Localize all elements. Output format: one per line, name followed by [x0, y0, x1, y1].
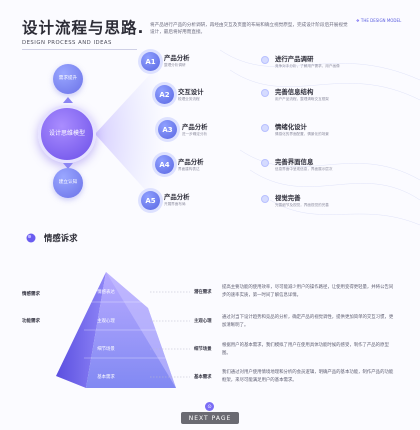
- hub-main-circle: 设计思维模型: [38, 105, 96, 163]
- result-sub-a3: 情感化的界面配置，情景化的场景: [275, 132, 329, 136]
- step-badge-a2: A2: [155, 85, 174, 104]
- step-sub-a5: 开展界面布局: [164, 202, 186, 206]
- page-subtitle: DESIGN PROCESS AND IDEAS: [22, 40, 112, 46]
- next-page-icon: ⊙: [205, 402, 214, 411]
- pyramid-tier-3: 细节场景: [97, 347, 115, 352]
- hub-top-circle: 需求提升: [53, 64, 83, 94]
- arrow-up-icon: [63, 97, 73, 103]
- arrow-down-icon: [63, 163, 73, 169]
- step-dot-a4: [261, 159, 269, 167]
- emotion-paragraph-2: 通过对当下设计趋势和竞品的分析，确定产品的视觉调性，提供更加简单的交互习惯，更加…: [222, 315, 394, 328]
- emotion-paragraph-3: 根据用户的基本需求，我们模拟了用户在使用具体功能时候的感受，制作了产品的原型图。: [222, 343, 389, 356]
- step-badge-a5: A5: [141, 191, 160, 210]
- step-dot-a3: [261, 124, 269, 132]
- step-dot-a5: [261, 195, 269, 203]
- section-bullet-icon: [26, 233, 36, 243]
- step-badge-a4: A4: [155, 155, 174, 174]
- step-sub-a4: 界面建构表达: [178, 167, 200, 171]
- title-divider: [22, 49, 137, 50]
- step-dot-a1: [261, 56, 269, 64]
- result-sub-a1: 竞争对手分析，了解用户需求，用户画像: [275, 64, 340, 68]
- brand-text: THE DESIGN MODEL: [360, 18, 402, 23]
- result-title-a1: 进行产品调研: [275, 55, 314, 63]
- emotion-paragraph-4: 我们通过对用户使用情境地理和分析的会员逻辑，明确产品的基本功能，制作产品的功能框…: [222, 370, 394, 383]
- pyramid-leader-lines: [150, 291, 190, 378]
- step-badge-a3: A3: [158, 120, 177, 139]
- brand-tag: ❖ THE DESIGN MODEL: [356, 18, 401, 23]
- emotion-paragraph-1: 提高主要功能的使用效率，尽可能减少用户的操作路径，让使用变得更轻量，并将公告同步…: [222, 285, 394, 298]
- brand-logo-icon: ❖: [356, 18, 360, 23]
- step-dot-a2: [261, 89, 269, 97]
- emotion-pyramid: [56, 272, 176, 388]
- page-title: 设计流程与思路.: [22, 19, 145, 37]
- step-sub-a3: 进一步确定分析: [182, 132, 208, 136]
- intro-text: 将产品进行产品的分析调研，再经由交互及页面的布局和确立视觉原型，完成设计阶段后开…: [150, 23, 348, 36]
- hub-bottom-circle: 建立认知: [53, 168, 83, 198]
- left-label-functional: 功能需求: [22, 319, 40, 324]
- side-label-1: 潜在需求: [194, 290, 212, 295]
- step-title-a5: 产品分析: [164, 193, 190, 201]
- side-label-3: 细节场景: [194, 347, 212, 352]
- result-title-a4: 完善界面信息: [275, 158, 314, 166]
- next-page-button[interactable]: NEXT PAGE: [181, 412, 239, 424]
- step-badge-a1: A1: [141, 52, 160, 71]
- pyramid-tier-2: 主观心理: [97, 319, 115, 324]
- result-sub-a4: 信息界面中呈现信息，界面展示层次: [275, 167, 333, 171]
- step-title-a4: 产品分析: [178, 158, 204, 166]
- step-title-a3: 产品分析: [182, 123, 208, 131]
- result-title-a2: 完善信息结构: [275, 88, 314, 96]
- pyramid-tier-1: 情感表达: [97, 290, 115, 295]
- step-title-a1: 产品分析: [164, 54, 190, 62]
- result-title-a5: 视觉完善: [275, 194, 301, 202]
- pyramid-tier-4: 基本需求: [97, 375, 115, 380]
- step-title-a2: 交互设计: [178, 88, 204, 96]
- step-sub-a1: 整理分析调研: [164, 63, 186, 67]
- step-sub-a2: 梳理业务流程: [178, 97, 200, 101]
- result-sub-a2: 用户产品流程，整理清晰交互框架: [275, 97, 329, 101]
- side-label-2: 主观心理: [194, 319, 212, 324]
- result-title-a3: 情绪化设计: [275, 123, 307, 131]
- result-sub-a5: 完善细节及视觉，界面视觉的完善: [275, 203, 329, 207]
- left-label-emotional: 情感需求: [22, 292, 40, 297]
- section-title-emotion: 情感诉求: [44, 233, 78, 243]
- side-label-4: 基本需求: [194, 375, 212, 380]
